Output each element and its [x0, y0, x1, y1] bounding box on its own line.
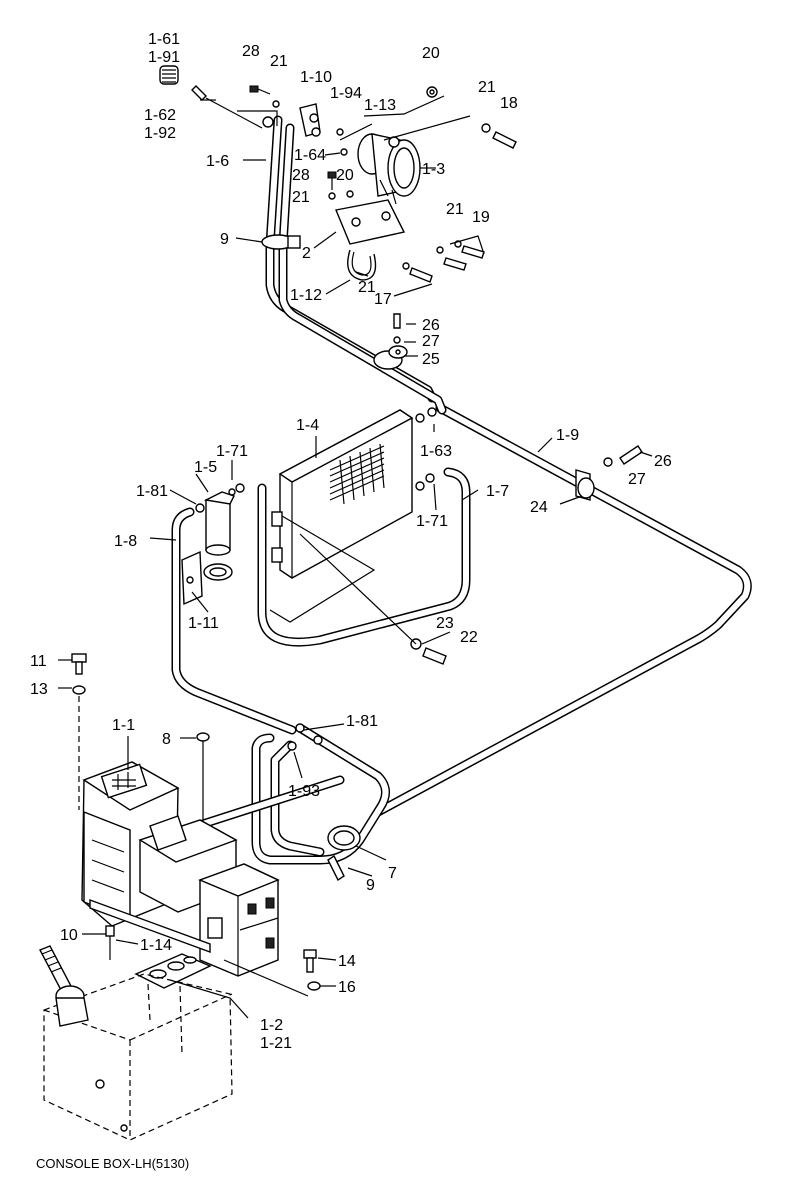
callout-24: 24: [530, 499, 548, 516]
callout-1-62: 1-62: [144, 107, 176, 124]
joystick: [39, 945, 89, 1027]
fitting-1-62: [159, 65, 179, 85]
bolt-28-top: [249, 85, 271, 95]
callout-27: 27: [422, 333, 440, 350]
base-plate: [89, 898, 211, 960]
callout-20: 20: [422, 45, 440, 62]
callout-14: 14: [338, 953, 356, 970]
filter-1-5: [195, 483, 245, 556]
callout-18: 18: [500, 95, 518, 112]
control-valve-1-1: [81, 761, 238, 927]
callout-1-61: 1-61: [148, 31, 180, 48]
callout-1-12: 1-12: [290, 287, 322, 304]
callout-1-81: 1-81: [136, 483, 168, 500]
callout-1-71-b: 1-71: [416, 513, 448, 530]
callout-22: 22: [460, 629, 478, 646]
callout-1-6: 1-6: [206, 153, 229, 170]
callout-1-91: 1-91: [148, 49, 180, 66]
leader-lines: [58, 95, 653, 1019]
pump-1-3: [357, 133, 421, 205]
callout-21-c: 21: [292, 189, 310, 206]
callout-21: 21: [270, 53, 288, 70]
callout-1-7: 1-7: [486, 483, 509, 500]
bracket-2: [335, 199, 406, 245]
callout-2: 2: [302, 245, 311, 262]
callout-1-63: 1-63: [420, 443, 452, 460]
callout-1-14: 1-14: [140, 937, 172, 954]
callout-1-21: 1-21: [260, 1035, 292, 1052]
callout-25: 25: [422, 351, 440, 368]
bolt-28-mid: [327, 171, 337, 190]
bracket-1-10: [299, 103, 321, 137]
callout-26-b: 26: [654, 453, 672, 470]
clamp-7-lower: [327, 825, 361, 882]
oil-cooler-1-4: [269, 409, 414, 623]
diagram-caption: CONSOLE BOX-LH(5130): [36, 1156, 189, 1171]
callout-1-8: 1-8: [114, 533, 137, 550]
callout-11: 11: [30, 653, 47, 670]
bracket-1-11: [181, 550, 233, 606]
callout-27-b: 27: [628, 471, 646, 488]
callout-1-5: 1-5: [194, 459, 217, 476]
bracket-24: [575, 469, 595, 501]
callout-1-93: 1-93: [288, 783, 320, 800]
callout-13: 13: [30, 681, 48, 698]
callout-1-9: 1-9: [556, 427, 579, 444]
callout-1-92: 1-92: [144, 125, 176, 142]
pipe-assembly: [135, 115, 752, 865]
callout-1-1: 1-1: [112, 717, 135, 734]
bolt-11: [71, 653, 87, 675]
callout-1-64: 1-64: [294, 147, 326, 164]
callout-16: 16: [338, 979, 356, 996]
clamp-25: [373, 345, 408, 370]
bolt-8: [196, 732, 210, 830]
callout-23: 23: [436, 615, 454, 632]
callout-1-2: 1-2: [260, 1017, 283, 1034]
callout-26: 26: [422, 317, 440, 334]
callout-1-4: 1-4: [296, 417, 319, 434]
callout-28-b: 28: [292, 167, 310, 184]
switch-box: [198, 863, 280, 977]
clamp-1-12: [347, 249, 377, 281]
callout-1-11: 1-11: [188, 615, 219, 632]
bolt-18: [492, 131, 517, 149]
callout-19: 19: [472, 209, 490, 226]
bolt-14: [303, 949, 317, 973]
callout-21-b: 21: [478, 79, 496, 96]
callout-1-81-b: 1-81: [346, 713, 378, 730]
callout-28: 28: [242, 43, 260, 60]
callout-8: 8: [162, 731, 171, 748]
callout-labels: 1-61 1-91 1-62 1-92 28 21 1-10 1-94 1-13…: [30, 31, 672, 1052]
callout-1-71: 1-71: [216, 443, 248, 460]
callout-1-94: 1-94: [330, 85, 362, 102]
callout-1-10: 1-10: [300, 69, 332, 86]
plate-1-2: [134, 953, 212, 989]
callout-9-b: 9: [366, 877, 375, 894]
callout-21-e: 21: [358, 279, 376, 296]
callout-1-13: 1-13: [364, 97, 396, 114]
callout-10: 10: [60, 927, 78, 944]
callout-1-3: 1-3: [422, 161, 445, 178]
cooler-core-grid: [329, 443, 385, 505]
callout-7: 7: [388, 865, 397, 882]
callout-21-d: 21: [446, 201, 464, 218]
clamp-9-top: [261, 234, 301, 250]
callout-20-b: 20: [336, 167, 354, 184]
callout-17: 17: [374, 291, 392, 308]
callout-9: 9: [220, 231, 229, 248]
